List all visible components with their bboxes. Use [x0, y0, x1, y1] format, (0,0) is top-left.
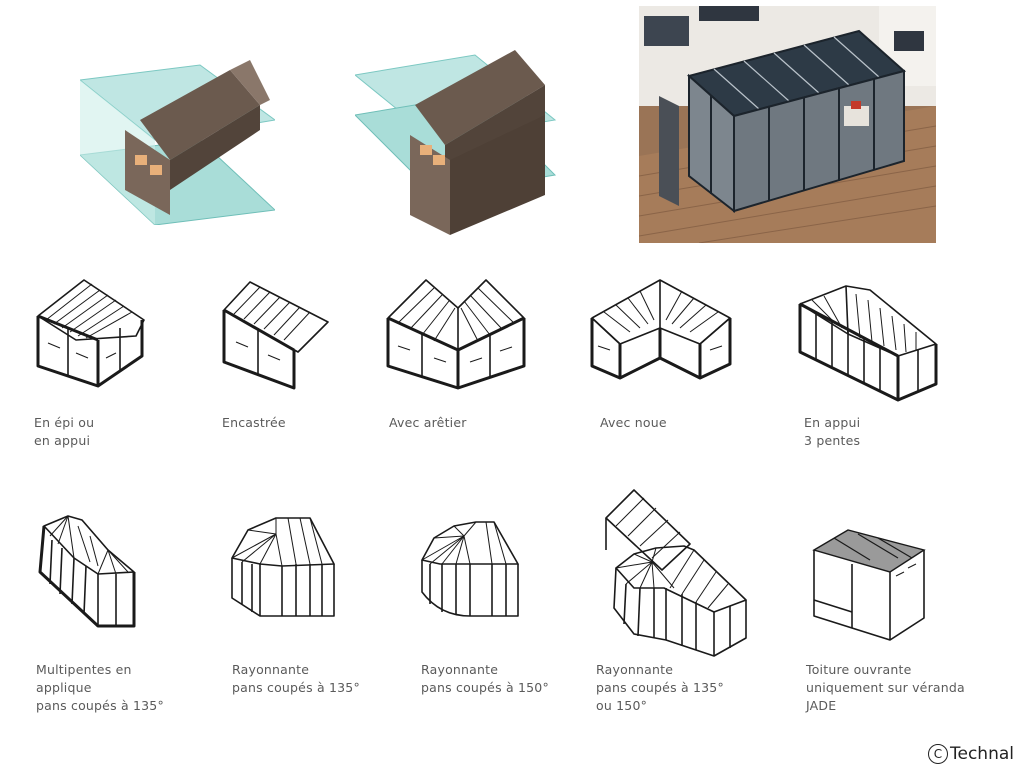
- caption-encastree: Encastrée: [222, 415, 286, 430]
- diagram-toiture-ouvrante: [812, 529, 926, 641]
- caption-noue: Avec noue: [600, 415, 667, 430]
- diagram-arretier: [386, 279, 526, 390]
- diagram-rayonnante-combo: [605, 489, 747, 657]
- credit-text: Technal: [950, 744, 1014, 764]
- diagram-encastree: [222, 281, 329, 390]
- diagram-multipentes: [38, 515, 136, 628]
- diagram-rayonnante-150: [421, 521, 519, 617]
- caption-rayonnante-150: Rayonnante pans coupés à 150°: [421, 662, 549, 695]
- diagram-noue: [590, 279, 732, 380]
- profile-with-gutter-photo: [355, 50, 557, 235]
- caption-multipentes: Multipentes en applique pans coupés à 13…: [36, 662, 164, 713]
- caption-en-epi: En épi ou en appui: [34, 415, 95, 448]
- copyright-icon: C: [928, 744, 948, 764]
- caption-toiture-ouvrante: Toiture ouvrante uniquement sur véranda …: [806, 662, 965, 713]
- diagram-rayonnante-135: [231, 517, 335, 617]
- caption-rayonnante-combo: Rayonnante pans coupés à 135° ou 150°: [596, 662, 724, 713]
- caption-arretier: Avec arêtier: [389, 415, 467, 430]
- caption-3-pentes: En appui 3 pentes: [804, 415, 861, 448]
- profile-with-glass-photo: [80, 60, 275, 225]
- copyright-credit: C Technal: [928, 744, 1014, 764]
- diagram-3-pentes: [798, 285, 938, 402]
- diagram-en-epi: [36, 279, 145, 388]
- veranda-on-terrace-photo: [639, 6, 936, 243]
- caption-rayonnante-135: Rayonnante pans coupés à 135°: [232, 662, 360, 695]
